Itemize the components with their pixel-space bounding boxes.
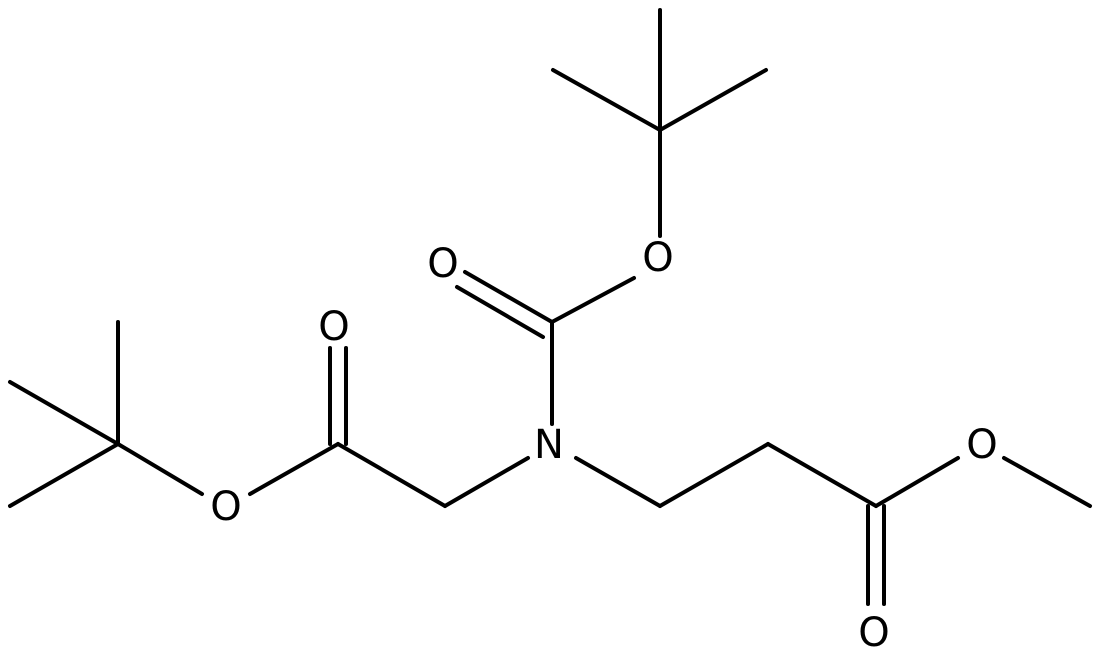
bond-boc-carbonyl-double-2	[455, 285, 545, 339]
atom-label-n-amine: N	[534, 422, 564, 468]
atom-label-o-ether-boc: O	[642, 235, 673, 281]
right-methyl-propanoate-arm	[574, 442, 1092, 606]
bond-boc-oxygen-to-carbon	[550, 276, 636, 324]
bond-oxygen-to-tbu-left	[116, 442, 204, 496]
top-tert-butyl-group	[551, 8, 768, 238]
atom-label-o-ether-methyl: O	[966, 422, 997, 468]
bond-nitrogen-to-ch2-left	[443, 456, 530, 508]
bond-ester-carbon-to-oxygen-right	[874, 456, 960, 508]
left-tert-butyl-ester-arm	[8, 320, 530, 508]
bond-ch2-to-ch2-right	[658, 442, 770, 508]
bond-tbu-top-methyl-left	[551, 68, 662, 132]
bond-ester-carbon-to-oxygen-left	[248, 442, 340, 496]
atom-label-o-ether-left: O	[210, 484, 241, 530]
bond-boc-carbonyl-double-1	[463, 270, 554, 324]
boc-carbamate-group	[455, 270, 636, 426]
bond-tbu-left-methyl-upper	[8, 380, 120, 446]
bond-tbu-left-methyl-lower	[8, 442, 120, 508]
atom-label-o-carbonyl-boc: O	[427, 241, 458, 287]
atom-label-o-carbonyl-left: O	[318, 304, 349, 350]
bond-ch2-to-ester-carbon-right	[766, 442, 878, 508]
bond-oxygen-to-methyl-right	[1002, 456, 1092, 508]
bond-tbu-top-methyl-right	[658, 68, 768, 132]
bond-ch2-to-ester-carbon-left	[336, 442, 447, 508]
bond-nitrogen-to-ch2-right	[574, 456, 662, 508]
atom-label-o-carbonyl-right: O	[858, 610, 889, 656]
